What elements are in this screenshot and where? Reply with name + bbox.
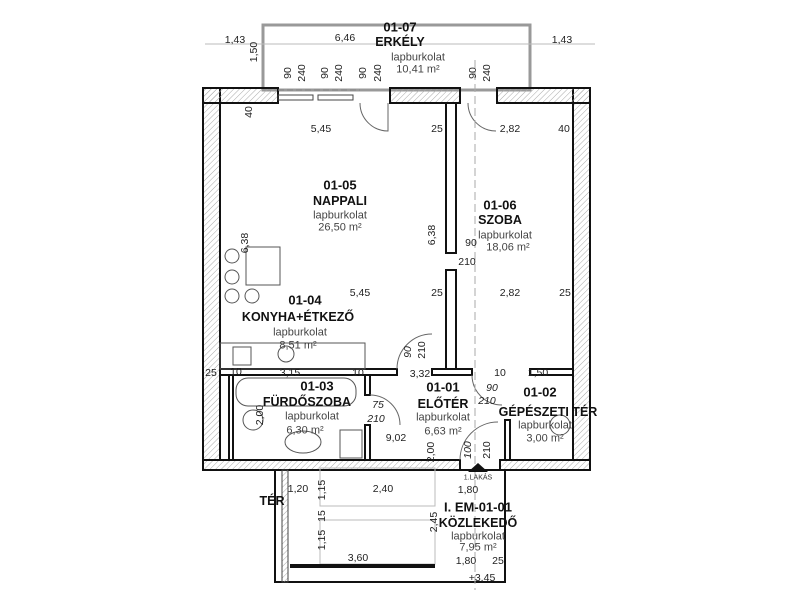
room-code: 01-01 bbox=[426, 379, 460, 395]
dim-label: 6,38 bbox=[238, 232, 251, 254]
dim-label: 2,82 bbox=[499, 286, 521, 299]
room-finish: lapburkolat bbox=[451, 530, 505, 543]
door-swings bbox=[359, 102, 503, 461]
room-finish: lapburkolat bbox=[285, 410, 339, 423]
room-area: 6,63 m² bbox=[424, 425, 462, 438]
door-height: 210 bbox=[367, 412, 385, 425]
room-name: KONYHA+ÉTKEZŐ bbox=[241, 309, 355, 324]
room-finish: lapburkolat bbox=[416, 411, 470, 424]
door-height: 210 bbox=[415, 341, 428, 359]
room-area: 3,00 m² bbox=[526, 432, 564, 445]
dim-label: 9,02 bbox=[385, 431, 407, 444]
door-width: 90 bbox=[465, 236, 477, 249]
room-area: 18,06 m² bbox=[486, 241, 530, 254]
room-code: 01-06 bbox=[483, 197, 517, 213]
room-name: ELŐTÉR bbox=[417, 396, 469, 411]
dim-label: 2,45 bbox=[427, 511, 440, 533]
window-height: 240 bbox=[332, 64, 345, 82]
dim-label: 1,43 bbox=[224, 33, 246, 46]
dim-label: 1,20 bbox=[287, 482, 309, 495]
dim-label: 25 bbox=[431, 122, 443, 135]
dim-label: 1,43 bbox=[551, 33, 573, 46]
room-name: SZOBA bbox=[478, 212, 522, 227]
dim-label: 1,50 bbox=[247, 41, 260, 63]
window-width: 90 bbox=[318, 67, 331, 79]
room-code: 01-03 bbox=[300, 378, 334, 394]
dim-label: 5,45 bbox=[349, 286, 371, 299]
room-name: FÜRDŐSZOBA bbox=[262, 394, 352, 409]
staircase bbox=[274, 467, 506, 583]
room-name-partial: TÉR bbox=[259, 493, 285, 508]
level-marker: +3,45 bbox=[468, 571, 496, 584]
dim-label: 10 bbox=[352, 366, 364, 379]
room-area: 7,95 m² bbox=[459, 541, 497, 554]
outer-walls bbox=[202, 87, 591, 471]
dim-label: 10 bbox=[230, 365, 242, 378]
dim-label: 2,82 bbox=[499, 122, 521, 135]
dim-label: 2,00 bbox=[253, 404, 266, 426]
dim-label: 25 bbox=[205, 366, 217, 379]
dim-label: 2,00 bbox=[424, 441, 437, 463]
window-width: 90 bbox=[356, 67, 369, 79]
dim-label: 1,80 bbox=[455, 554, 477, 567]
dim-label: 1,50 bbox=[527, 366, 549, 379]
room-name: ERKÉLY bbox=[375, 34, 425, 49]
room-area: 6,30 m² bbox=[286, 424, 324, 437]
room-finish: lapburkolat bbox=[478, 229, 532, 242]
entrance-arrow-icon bbox=[468, 463, 488, 472]
windows bbox=[277, 89, 360, 101]
room-code: 01-07 bbox=[383, 19, 417, 35]
room-finish: lapburkolat bbox=[518, 419, 572, 432]
room-area: 10,41 m² bbox=[396, 63, 440, 76]
room-area: 26,50 m² bbox=[318, 221, 362, 234]
dim-label: 3,32 bbox=[409, 367, 431, 380]
dim-label: 15 bbox=[315, 510, 328, 522]
dim-label: 10 bbox=[494, 366, 506, 379]
room-name: KÖZLEKEDŐ bbox=[438, 515, 518, 530]
furniture bbox=[219, 246, 571, 459]
dim-label: 1,15 bbox=[315, 529, 328, 551]
door-width: 90 bbox=[401, 346, 414, 358]
dim-label: 25 bbox=[431, 286, 443, 299]
dim-label: 40 bbox=[242, 106, 255, 118]
dim-label: 6,46 bbox=[334, 31, 356, 44]
room-name: NAPPALI bbox=[313, 193, 367, 208]
dim-label: 6,38 bbox=[425, 224, 438, 246]
dim-label: 25 bbox=[492, 554, 504, 567]
door-height: 210 bbox=[458, 255, 476, 268]
window-height: 240 bbox=[480, 64, 493, 82]
room-code: 01-05 bbox=[323, 177, 357, 193]
door-height: 210 bbox=[478, 394, 496, 407]
dim-label: 5,45 bbox=[310, 122, 332, 135]
room-finish: lapburkolat bbox=[313, 209, 367, 222]
room-area: 8,51 m² bbox=[279, 339, 317, 352]
room-code: 01-02 bbox=[523, 384, 557, 400]
room-name: GÉPÉSZETI TÉR bbox=[498, 404, 598, 419]
window-width: 90 bbox=[281, 67, 294, 79]
door-width: 100 bbox=[461, 441, 474, 459]
dim-label: 3,60 bbox=[347, 551, 369, 564]
window-height: 240 bbox=[295, 64, 308, 82]
window-width: 90 bbox=[466, 67, 479, 79]
window-height: 240 bbox=[371, 64, 384, 82]
room-finish: lapburkolat bbox=[391, 51, 445, 64]
entrance-label: 1.LAKÁS bbox=[463, 474, 493, 482]
dim-label: 2,40 bbox=[372, 482, 394, 495]
room-finish: lapburkolat bbox=[273, 326, 327, 339]
dim-label: 25 bbox=[559, 286, 571, 299]
door-width: 75 bbox=[372, 398, 384, 411]
door-width: 90 bbox=[486, 381, 498, 394]
door-height: 210 bbox=[480, 441, 493, 459]
dim-label: 3,15 bbox=[279, 366, 301, 379]
dim-label: 1,15 bbox=[315, 479, 328, 501]
room-code: 01-04 bbox=[288, 292, 322, 308]
room-code: I. EM-01-01 bbox=[444, 499, 512, 515]
dim-label: 40 bbox=[558, 122, 570, 135]
dim-label: 1,80 bbox=[457, 483, 479, 496]
